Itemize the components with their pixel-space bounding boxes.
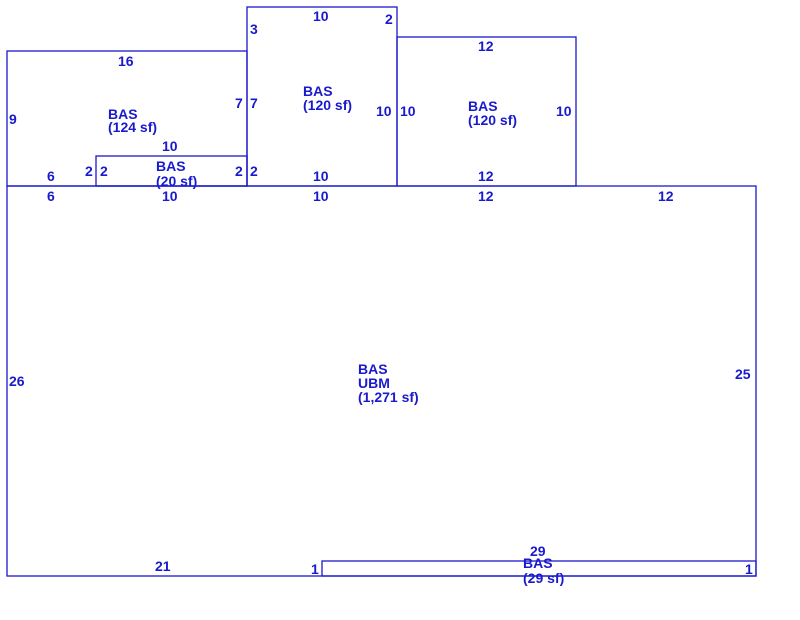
dim-b-top: 10 — [313, 8, 329, 24]
area-c-size: (120 sf) — [468, 112, 517, 128]
dim-e-left: 1 — [311, 561, 319, 577]
area-d-size: (20 sf) — [156, 173, 197, 189]
area-main-code-ubm: UBM — [358, 375, 390, 391]
dim-a-bottom-left-in: 6 — [47, 188, 55, 204]
dim-main-bottom: 21 — [155, 558, 171, 574]
dim-a-left: 9 — [9, 111, 17, 127]
area-main-code-bas: BAS — [358, 361, 388, 377]
dim-e-top: 29 — [530, 543, 546, 559]
dim-e-right: 1 — [745, 561, 753, 577]
area-d-code: BAS — [156, 158, 186, 174]
dim-main-right: 25 — [735, 366, 751, 382]
area-e-size: (29 sf) — [523, 570, 564, 586]
dim-c-bottom-in: 12 — [478, 188, 494, 204]
dim-b-right-out: 10 — [376, 103, 392, 119]
area-main-size: (1,271 sf) — [358, 389, 419, 405]
area-e-code: BAS — [523, 555, 553, 571]
dim-c-bottom-out: 12 — [478, 168, 494, 184]
dim-d-top: 10 — [162, 138, 178, 154]
area-a-size: (124 sf) — [108, 119, 157, 135]
dim-main-left: 26 — [9, 373, 25, 389]
dim-a-right-in: 7 — [250, 95, 258, 111]
dim-b-right-in: 10 — [400, 103, 416, 119]
dim-d-bottom: 10 — [162, 188, 178, 204]
area-a-code: BAS — [108, 106, 138, 122]
dim-main-top-right: 12 — [658, 188, 674, 204]
area-b-code: BAS — [303, 83, 333, 99]
dim-d-right-out: 2 — [235, 163, 243, 179]
dim-d-left-out: 2 — [85, 163, 93, 179]
dim-b-bottom-out: 10 — [313, 168, 329, 184]
dim-a-right-out: 7 — [235, 95, 243, 111]
dim-c-right: 10 — [556, 103, 572, 119]
dim-b-right-corner: 2 — [385, 11, 393, 27]
dim-d-right-in: 2 — [250, 163, 258, 179]
dim-a-bottom-left-out: 6 — [47, 168, 55, 184]
room-e-outline — [321, 560, 757, 577]
dim-c-top: 12 — [478, 38, 494, 54]
dim-a-top: 16 — [118, 53, 134, 69]
dim-b-left: 3 — [250, 21, 258, 37]
area-b-size: (120 sf) — [303, 97, 352, 113]
area-c-code: BAS — [468, 98, 498, 114]
dim-d-left-in: 2 — [100, 163, 108, 179]
dim-b-bottom-in: 10 — [313, 188, 329, 204]
